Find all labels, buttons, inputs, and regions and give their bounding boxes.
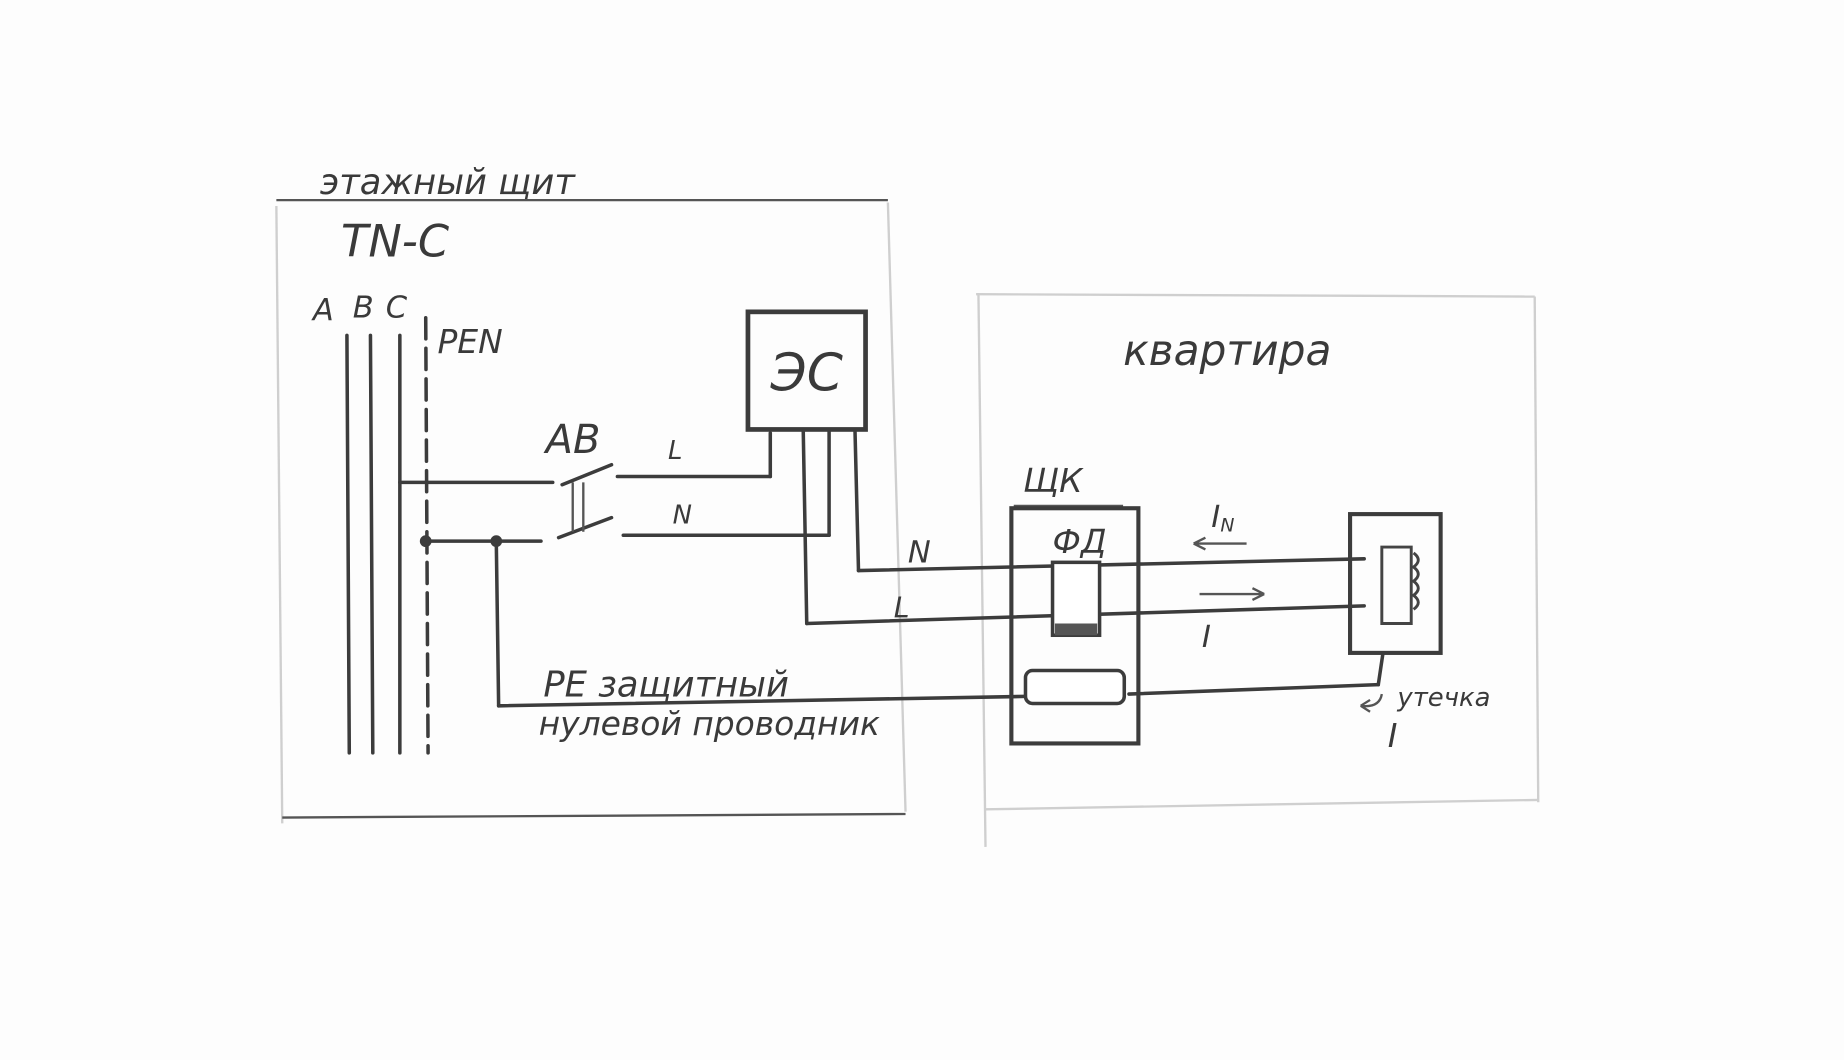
busbars bbox=[345, 315, 430, 755]
pe-label-line2: нулевой проводник bbox=[539, 704, 880, 743]
meter-label: ЭС bbox=[770, 344, 843, 404]
phase-c-label: C bbox=[386, 291, 408, 326]
rcd-switch-handle bbox=[1054, 623, 1098, 636]
apartment-title: квартира bbox=[1123, 326, 1331, 375]
breaker-label: АВ bbox=[543, 417, 601, 463]
apartment-wires bbox=[494, 427, 1385, 708]
appliance-box bbox=[1348, 512, 1443, 655]
system-label: TN-C bbox=[341, 216, 450, 268]
breaker-l-label: L bbox=[668, 436, 682, 466]
breaker-symbol bbox=[398, 427, 831, 548]
meter-box bbox=[745, 309, 868, 432]
pe-terminal-bar bbox=[1023, 668, 1127, 706]
leak-current-label: Iутечка bbox=[1388, 683, 1491, 755]
breaker-n-label: N bbox=[673, 501, 692, 531]
apartment-box bbox=[976, 293, 1540, 847]
rcd-label: ФД bbox=[1053, 522, 1107, 561]
heater-coil-icon bbox=[1380, 545, 1420, 625]
apartment-board-box bbox=[1009, 506, 1141, 746]
phase-b-label: B bbox=[353, 291, 374, 326]
wire-n-label: N bbox=[908, 535, 931, 570]
rcd-switch bbox=[1050, 560, 1102, 638]
wire-l-label: L bbox=[894, 592, 910, 625]
board-label: ЩК bbox=[1023, 461, 1084, 500]
current-n-label: IN bbox=[1211, 500, 1234, 537]
current-l-label: I bbox=[1202, 620, 1211, 655]
leak-arrow-icon bbox=[1360, 693, 1383, 713]
pe-label-line1: PE защитный bbox=[543, 664, 789, 705]
floor-panel-box bbox=[275, 198, 907, 824]
pen-label: PEN bbox=[437, 322, 502, 361]
arrow-left-icon bbox=[1193, 536, 1247, 551]
floor-panel-title: этажный щит bbox=[320, 162, 576, 203]
phase-a-label: A bbox=[311, 293, 334, 328]
arrow-right-icon bbox=[1199, 587, 1265, 602]
pen-bus bbox=[423, 315, 430, 755]
